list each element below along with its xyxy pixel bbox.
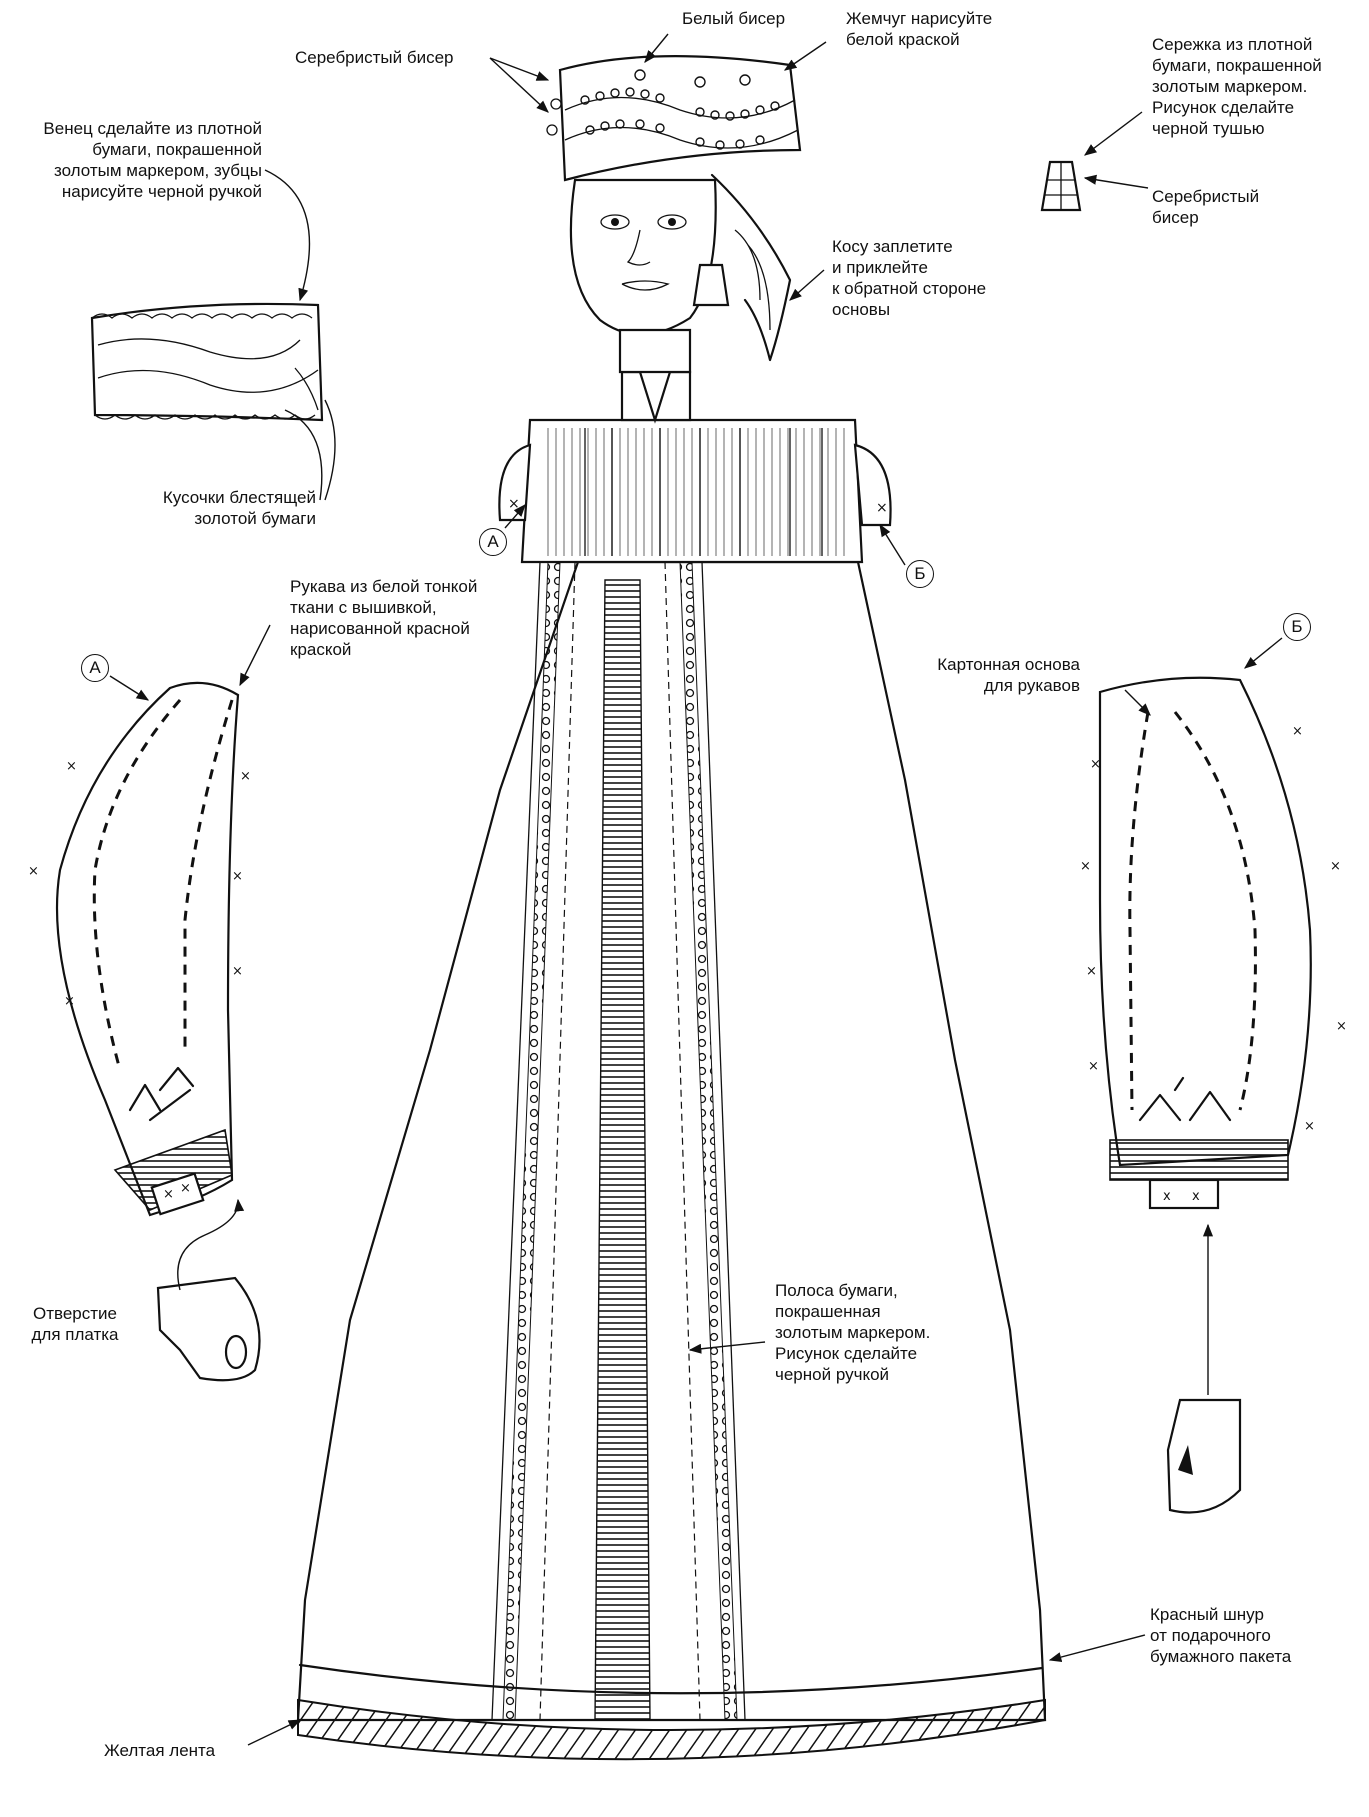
marker-a-sleeve: А bbox=[81, 654, 109, 682]
svg-text:×: × bbox=[1292, 724, 1303, 739]
marker-b-figure: Б bbox=[906, 560, 934, 588]
label-silver-beads-earring: Серебристый бисер bbox=[1152, 186, 1259, 228]
svg-text:×: × bbox=[28, 864, 39, 879]
svg-text:×: × bbox=[1304, 1119, 1315, 1134]
braid bbox=[712, 175, 790, 360]
marker-b-sleeve: Б bbox=[1283, 613, 1311, 641]
svg-text:×: × bbox=[64, 994, 75, 1009]
svg-text:×: × bbox=[163, 1187, 174, 1202]
label-cardboard: Картонная основа для рукавов bbox=[880, 654, 1080, 696]
svg-text:x: x bbox=[1192, 1189, 1200, 1204]
label-yellow-ribbon: Желтая лента bbox=[104, 1740, 215, 1761]
head bbox=[571, 175, 790, 372]
right-sleeve bbox=[1100, 678, 1311, 1208]
sarafan-dress bbox=[298, 562, 1045, 1759]
svg-text:×: × bbox=[180, 1181, 191, 1196]
svg-text:×: × bbox=[1080, 859, 1091, 874]
right-hand bbox=[1168, 1400, 1240, 1513]
svg-text:x: x bbox=[1163, 1189, 1171, 1204]
svg-text:×: × bbox=[1330, 859, 1341, 874]
label-paper-strip: Полоса бумаги, покрашенная золотым марке… bbox=[775, 1280, 930, 1385]
svg-text:×: × bbox=[876, 500, 888, 516]
svg-text:×: × bbox=[1336, 1019, 1347, 1034]
svg-text:×: × bbox=[1090, 757, 1101, 772]
label-handkerchief-hole: Отверстие для платка bbox=[12, 1303, 138, 1345]
label-crown: Венец сделайте из плотной бумаги, покраш… bbox=[0, 118, 262, 202]
svg-text:×: × bbox=[232, 869, 243, 884]
marker-a-figure: А bbox=[479, 528, 507, 556]
figure-earring bbox=[694, 265, 728, 305]
label-sleeves: Рукава из белой тонкой ткани с вышивкой,… bbox=[290, 576, 477, 660]
label-white-beads: Белый бисер bbox=[682, 8, 785, 29]
earring-detail bbox=[1042, 162, 1080, 210]
svg-text:×: × bbox=[508, 496, 520, 512]
svg-text:×: × bbox=[1088, 1059, 1099, 1074]
left-sleeve bbox=[57, 683, 238, 1215]
label-silver-beads-top: Серебристый бисер bbox=[295, 47, 454, 68]
label-earring: Сережка из плотной бумаги, покрашенной з… bbox=[1152, 34, 1322, 139]
label-gold-pieces: Кусочки блестящей золотой бумаги bbox=[90, 487, 316, 529]
label-red-cord: Красный шнур от подарочного бумажного па… bbox=[1150, 1604, 1291, 1667]
bodice: × × bbox=[499, 372, 890, 562]
kokoshnik bbox=[547, 56, 800, 180]
svg-text:×: × bbox=[232, 964, 243, 979]
label-pearls: Жемчуг нарисуйте белой краской bbox=[846, 8, 992, 50]
crown-detail bbox=[92, 304, 322, 420]
svg-text:×: × bbox=[240, 769, 251, 784]
label-braid: Косу заплетите и приклейте к обратной ст… bbox=[832, 236, 986, 320]
svg-text:×: × bbox=[1086, 964, 1097, 979]
left-hand bbox=[158, 1278, 260, 1380]
svg-text:×: × bbox=[66, 759, 77, 774]
